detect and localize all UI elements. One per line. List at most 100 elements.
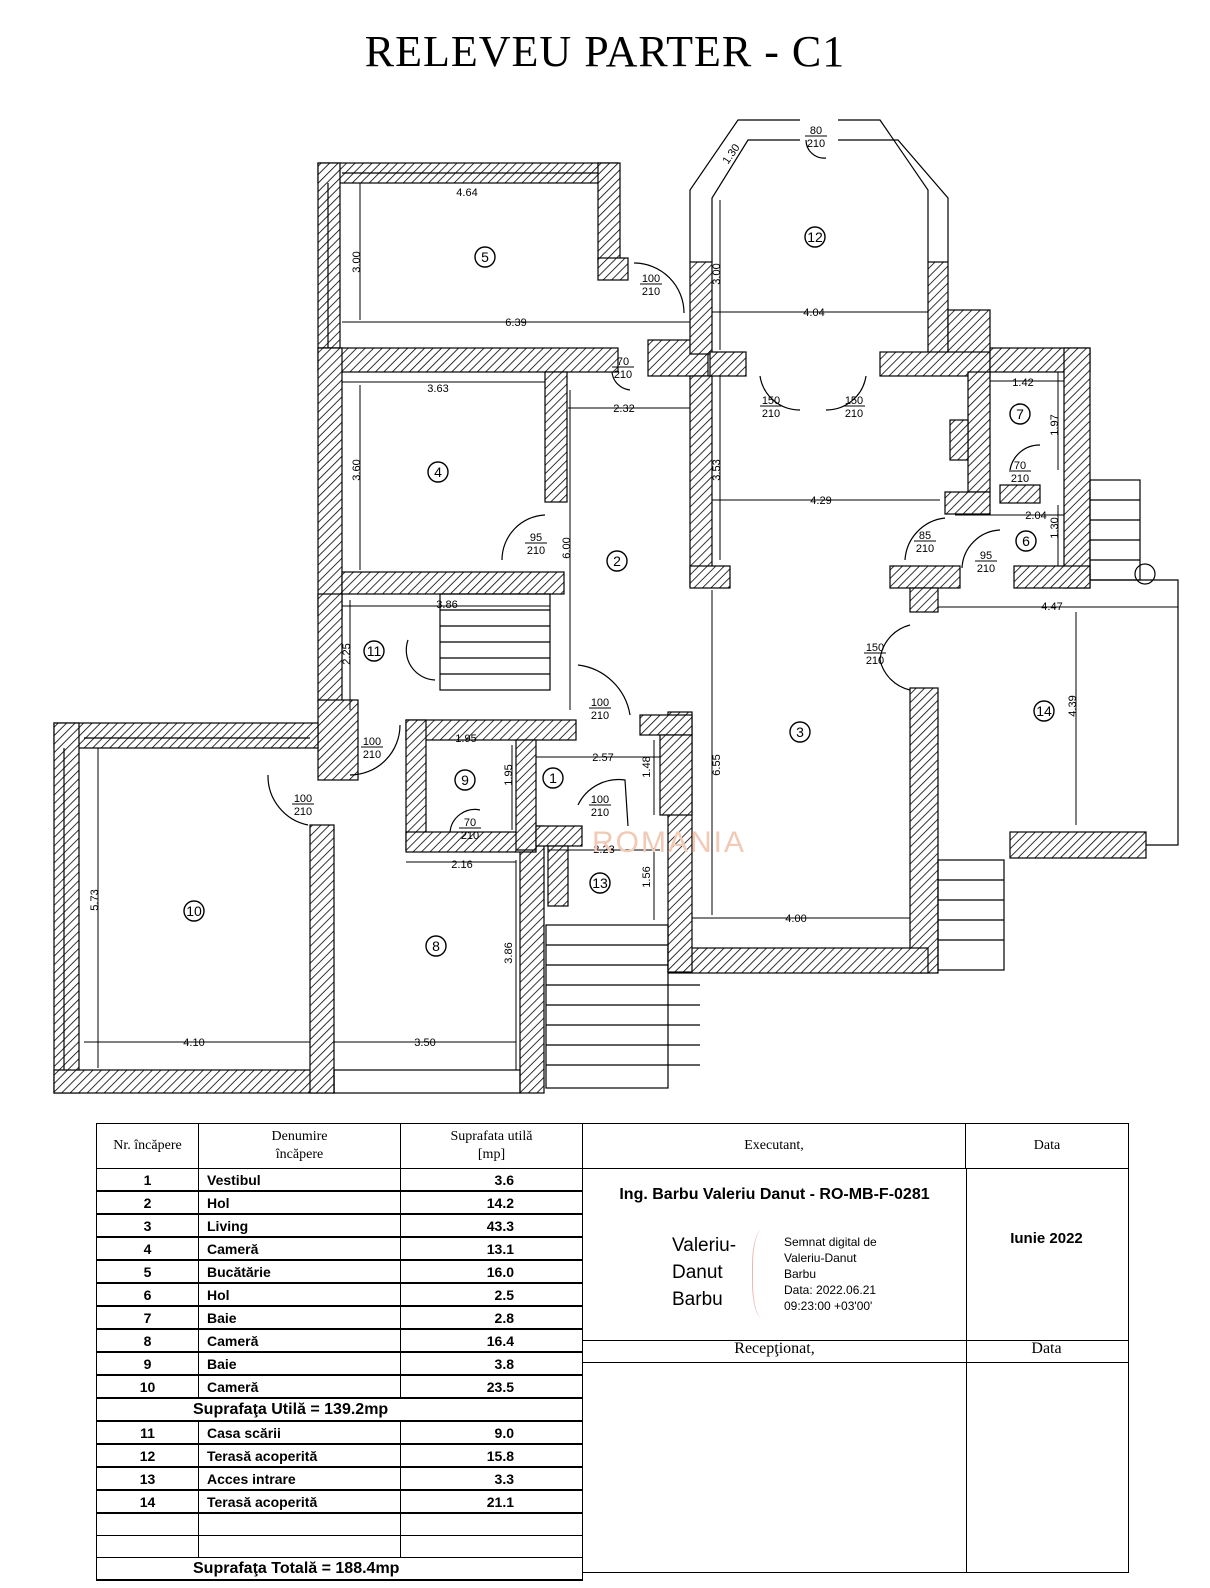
room-number-7: 7 [1016,406,1024,422]
room-marker-13 [589,872,611,894]
legend-row: 3 Living 43.3 [96,1213,1129,1238]
door-height: 210 [1011,473,1029,485]
digital-signature-info: Semnat digital de Valeriu-Danut Barbu Da… [784,1235,877,1313]
door-height: 210 [614,369,632,381]
room-marker-7 [1009,403,1031,425]
dimension-label: 2.04 [1025,510,1046,522]
dimension-label: 5.73 [89,889,101,910]
dimension-label: 2.57 [592,752,613,764]
dimension-label: 3.00 [711,263,723,284]
door-width: 100 [642,273,660,285]
room-area: 9.0 [400,1420,583,1445]
header-data: Data [965,1123,1129,1169]
room-nr: 13 [96,1466,199,1491]
legend-row: 7 Baie 2.8 [96,1305,1129,1330]
room-area: 43.3 [400,1213,583,1238]
dimension-label: 4.10 [183,1037,204,1049]
room-name: Vestibul [198,1168,401,1192]
room-number-5: 5 [481,249,489,265]
room-area: 21.1 [400,1489,583,1514]
room-number-11: 11 [367,643,382,659]
room-nr: 14 [96,1489,199,1514]
room-name: Cameră [198,1374,401,1399]
door-height: 210 [591,710,609,722]
room-number-4: 4 [434,464,442,480]
room-area: 13.1 [400,1236,583,1261]
room-area: 16.0 [400,1259,583,1284]
dimension-label: 6.00 [561,537,573,558]
door-width: 100 [294,793,312,805]
door-height: 210 [866,655,884,667]
dimension-label: 1.95 [455,733,476,745]
data2-header: Data [965,1340,1129,1363]
legend-row: 2 Hol 14.2 [96,1190,1129,1215]
dimension-label: 4.29 [810,495,831,507]
legend-row: 11 Casa scării 9.0 [96,1420,1129,1445]
door-height: 210 [461,830,479,842]
door-width: 70 [617,356,629,368]
legend-row: 14 Terasă acoperită 21.1 [96,1489,1129,1514]
watermark-text: ROMANIA [592,826,747,859]
room-nr: 3 [96,1213,199,1238]
room-nr: 2 [96,1190,199,1215]
room-area: 3.8 [400,1351,583,1376]
room-nr: 9 [96,1351,199,1376]
dimension-label: 1.95 [503,764,515,785]
legend-row: 8 Cameră 16.4 [96,1328,1129,1353]
room-name: Terasă acoperită [198,1443,401,1468]
bay-window-outline [63,119,1179,1094]
dimension-label: 1.97 [1049,414,1061,435]
room-marker-2 [606,550,628,572]
room-marker-14 [1033,700,1055,722]
room-name: Living [198,1213,401,1238]
room-number-6: 6 [1022,533,1030,549]
room-marker-11 [363,640,385,662]
room-area: 15.8 [400,1443,583,1468]
legend-row: 13 Acces intrare 3.3 [96,1466,1129,1491]
room-nr: 7 [96,1305,199,1330]
room-name: Cameră [198,1236,401,1261]
door-height: 210 [363,749,381,761]
door-width: 100 [363,736,381,748]
dimension-label: 6.39 [505,317,526,329]
door-height: 210 [762,408,780,420]
room-number-10: 10 [186,903,202,919]
room-number-1: 1 [549,770,557,786]
room-marker-10 [183,900,205,922]
door-height: 210 [527,545,545,557]
dimension-label: 4.04 [803,307,824,319]
dimension-label: 4.00 [785,913,806,925]
legend-row: 10 Cameră 23.5 [96,1374,1129,1399]
room-area: 3.6 [400,1168,583,1192]
dimension-label: 3.60 [351,459,363,480]
date-cell: Iunie 2022 [965,1168,1129,1341]
dimension-label: 3.53 [711,459,723,480]
door-width: 70 [464,817,476,829]
legend-row: 4 Cameră 13.1 [96,1236,1129,1261]
room-nr: 8 [96,1328,199,1353]
dimension-label: 2.16 [451,859,472,871]
room-area: 23.5 [400,1374,583,1399]
receptionat-header: Recepţionat, [582,1340,967,1363]
signature-name: Valeriu- Danut Barbu [672,1235,737,1310]
room-name: Cameră [198,1328,401,1353]
room-area: 3.3 [400,1466,583,1491]
room-name: Hol [198,1190,401,1215]
room-nr: 11 [96,1420,199,1445]
dimension-label: 1.42 [1012,377,1033,389]
dimension-label: 3.50 [414,1037,435,1049]
room-number-3: 3 [796,724,804,740]
door-width: 150 [866,642,884,654]
room-name: Bucătărie [198,1259,401,1284]
door-width: 95 [980,550,992,562]
door-height: 210 [845,408,863,420]
door-height: 210 [916,543,934,555]
room-number-12: 12 [807,229,823,245]
room-nr: 1 [96,1168,199,1192]
room-number-8: 8 [432,938,440,954]
room-marker-3 [789,721,811,743]
door-width: 80 [810,125,822,137]
